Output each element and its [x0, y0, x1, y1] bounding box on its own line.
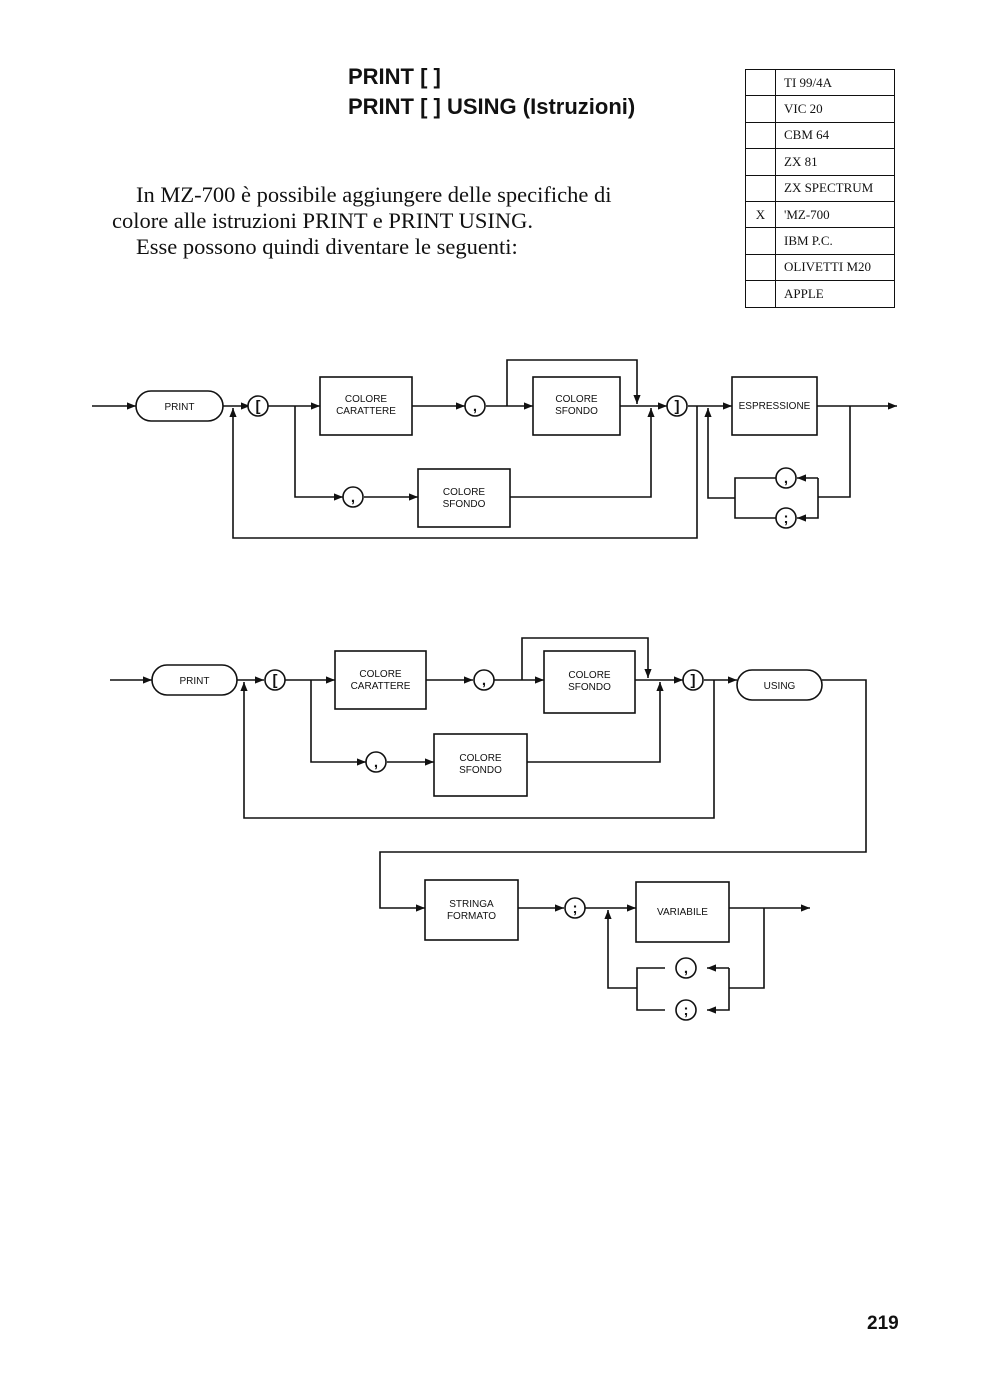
- page-title: PRINT [ ]: [348, 64, 441, 89]
- comma-node: [365, 751, 387, 773]
- close-bracket-node: [666, 395, 688, 417]
- syntax-diagram-print-using: [110, 637, 867, 1014]
- page-number: 219: [867, 1313, 899, 1334]
- close-bracket-node: [682, 669, 704, 691]
- box-label: COLORE: [459, 753, 502, 764]
- diagram2-nodes: PRINT [ COLORE CARATTERE , COLORE SFONDO…: [151, 650, 823, 1021]
- comma-node: [473, 669, 495, 691]
- close-bracket-label: ]: [675, 398, 680, 415]
- comma-label: ,: [784, 470, 788, 487]
- table-row: OLIVETTI M20: [745, 253, 895, 282]
- close-bracket-label: ]: [691, 672, 696, 689]
- box-label: VARIABILE: [657, 907, 708, 918]
- comma-node: [775, 467, 797, 489]
- mark-cell: X: [745, 200, 776, 229]
- box-label: SFONDO: [568, 682, 611, 693]
- mark-cell: [745, 174, 776, 202]
- computer-name: IBM P.C.: [775, 227, 895, 255]
- box-label: SFONDO: [459, 765, 502, 776]
- computer-name: ZX SPECTRUM: [775, 174, 895, 202]
- semicolon-node: [775, 507, 797, 529]
- box-label: STRINGA: [449, 899, 494, 910]
- colore-carattere-box: [334, 650, 427, 710]
- open-bracket-node: [264, 669, 286, 691]
- open-bracket-label: [: [273, 672, 278, 689]
- box-label: COLORE: [568, 670, 611, 681]
- print-keyword: [135, 390, 224, 422]
- intro-paragraph: In MZ-700 è possibile aggiungere delle s…: [112, 182, 672, 260]
- comma-node: [342, 486, 364, 508]
- diagram1-nodes: PRINT [ COLORE CARATTERE , COLORE SFONDO…: [135, 376, 818, 529]
- page-subtitle: PRINT [ ] USING (Istruzioni): [348, 94, 636, 119]
- box-label: SFONDO: [555, 406, 598, 417]
- comma-label: ,: [374, 754, 378, 771]
- colore-sfondo-box: [417, 468, 511, 528]
- computer-name: OLIVETTI M20: [775, 253, 895, 282]
- open-bracket-node: [247, 395, 269, 417]
- colore-sfondo-box: [543, 650, 636, 714]
- comma-node: [675, 957, 697, 979]
- semicolon-label: ;: [573, 900, 578, 917]
- using-label: USING: [764, 681, 796, 692]
- print-label: PRINT: [180, 676, 210, 687]
- intro-line: Esse possono quindi diventare le seguent…: [136, 234, 518, 259]
- intro-line: colore alle istruzioni PRINT e PRINT USI…: [112, 208, 533, 233]
- comma-node: [464, 395, 486, 417]
- print-label: PRINT: [165, 402, 195, 413]
- intro-line: In MZ-700 è possibile aggiungere delle s…: [136, 182, 612, 207]
- colore-sfondo-box: [433, 733, 528, 797]
- box-label: COLORE: [359, 669, 402, 680]
- box-label: COLORE: [555, 394, 598, 405]
- computer-name: ZX 81: [775, 148, 895, 176]
- box-label: CARATTERE: [351, 681, 411, 692]
- print-keyword: [151, 664, 238, 696]
- box-label: CARATTERE: [336, 406, 396, 417]
- open-bracket-label: [: [256, 398, 261, 415]
- compatibility-table: TI 99/4A VIC 20 CBM 64 ZX 81 ZX SPECTRUM…: [745, 68, 895, 308]
- mark-cell: [745, 280, 776, 308]
- table-row: ZX SPECTRUM: [745, 174, 895, 202]
- espressione-box: [731, 376, 818, 436]
- table-row: APPLE: [745, 280, 895, 308]
- syntax-diagram-print: [92, 359, 897, 539]
- comma-label: ,: [482, 672, 486, 689]
- comma-label: ,: [684, 960, 688, 977]
- semicolon-label: ;: [784, 510, 789, 527]
- box-label: ESPRESSIONE: [739, 401, 811, 412]
- computer-name: APPLE: [775, 280, 895, 308]
- semicolon-node: [675, 999, 697, 1021]
- stringa-formato-box: [424, 879, 519, 941]
- box-label: SFONDO: [443, 499, 486, 510]
- variabile-box: [635, 881, 730, 943]
- semicolon-label: ;: [684, 1002, 689, 1019]
- table-row: X'MZ-700: [745, 200, 895, 229]
- box-label: FORMATO: [447, 911, 496, 922]
- box-label: COLORE: [345, 394, 388, 405]
- colore-sfondo-box: [532, 376, 621, 436]
- comma-label: ,: [351, 489, 355, 506]
- box-label: COLORE: [443, 487, 486, 498]
- table-row: IBM P.C.: [745, 227, 895, 255]
- comma-label: ,: [473, 398, 477, 415]
- semicolon-node: [564, 897, 586, 919]
- colore-carattere-box: [319, 376, 413, 436]
- using-keyword: [736, 669, 823, 701]
